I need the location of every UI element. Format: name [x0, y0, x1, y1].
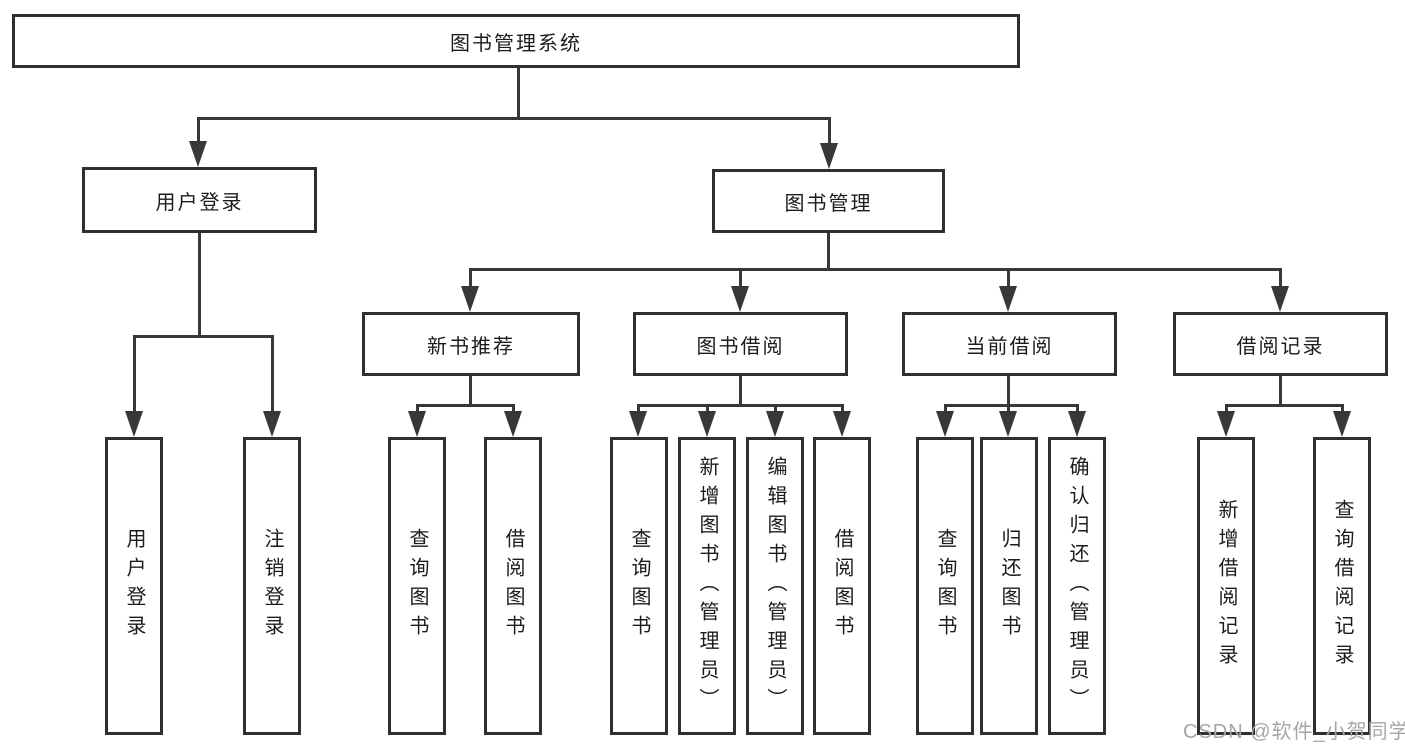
node-new-book-recommend-label: 新书推荐: [427, 335, 515, 358]
node-library-system: 图书管理系统: [12, 14, 1020, 68]
connector-line: [1225, 404, 1344, 407]
node-book-borrowing-label: 图书借阅: [696, 335, 785, 358]
node-library-system-label: 图书管理系统: [450, 32, 582, 55]
connector-line: [637, 404, 844, 407]
leaf-borrowing-add-books-admin: 新增图书（管理员）: [678, 437, 736, 735]
connector-line: [271, 335, 274, 417]
leaf-borrowing-borrow-books: 借阅图书: [813, 437, 871, 735]
connector-line: [1007, 376, 1010, 406]
leaf-logout-label: 注销登录: [261, 528, 283, 644]
leaf-newbook-query-books-label: 查询图书: [406, 528, 428, 644]
node-book-management-label: 图书管理: [784, 192, 873, 215]
arrow-down-icon: [1333, 411, 1351, 437]
arrow-down-icon: [766, 411, 784, 437]
node-user-login: 用户登录: [82, 167, 317, 233]
arrow-down-icon: [629, 411, 647, 437]
leaf-current-confirm-return-admin-label: 确认归还（管理员）: [1066, 455, 1088, 717]
leaf-current-return-books: 归还图书: [980, 437, 1038, 735]
connector-line: [469, 268, 472, 292]
node-book-management: 图书管理: [712, 169, 945, 233]
connector-line: [416, 404, 515, 407]
leaf-borrowing-add-books-admin-label: 新增图书（管理员）: [696, 455, 718, 717]
leaf-logout: 注销登录: [243, 437, 301, 735]
arrow-down-icon: [1068, 411, 1086, 437]
arrow-down-icon: [999, 286, 1017, 312]
leaf-user-login-label: 用户登录: [123, 528, 145, 644]
leaf-current-query-books: 查询图书: [916, 437, 974, 735]
arrow-down-icon: [999, 411, 1017, 437]
node-current-borrowing: 当前借阅: [902, 312, 1117, 376]
arrow-down-icon: [189, 141, 207, 167]
connector-line: [198, 233, 201, 337]
connector-line: [739, 376, 742, 406]
leaf-borrowing-borrow-books-label: 借阅图书: [831, 528, 853, 644]
leaf-current-confirm-return-admin: 确认归还（管理员）: [1048, 437, 1106, 735]
arrow-down-icon: [936, 411, 954, 437]
leaf-borrowing-edit-books-admin: 编辑图书（管理员）: [746, 437, 804, 735]
arrow-down-icon: [125, 411, 143, 437]
node-current-borrowing-label: 当前借阅: [965, 335, 1054, 358]
leaf-records-query-record: 查询借阅记录: [1313, 437, 1371, 735]
leaf-current-query-books-label: 查询图书: [934, 528, 956, 644]
connector-line: [469, 268, 1281, 271]
node-user-login-label: 用户登录: [155, 191, 244, 214]
arrow-down-icon: [504, 411, 522, 437]
arrow-down-icon: [1271, 286, 1289, 312]
node-borrowing-records-label: 借阅记录: [1236, 335, 1325, 358]
leaf-borrowing-query-books-label: 查询图书: [628, 528, 650, 644]
leaf-newbook-query-books: 查询图书: [388, 437, 446, 735]
csdn-watermark: CSDN @软件_小贺同学: [1183, 721, 1405, 743]
arrow-down-icon: [731, 286, 749, 312]
leaf-records-query-record-label: 查询借阅记录: [1331, 499, 1353, 673]
arrow-down-icon: [833, 411, 851, 437]
leaf-newbook-borrow-books: 借阅图书: [484, 437, 542, 735]
connector-line: [828, 117, 831, 150]
connector-line: [1007, 268, 1010, 292]
leaf-current-return-books-label: 归还图书: [998, 528, 1020, 644]
connector-line: [1279, 268, 1282, 292]
connector-line: [827, 233, 830, 270]
leaf-borrowing-edit-books-admin-label: 编辑图书（管理员）: [764, 455, 786, 717]
connector-line: [517, 68, 520, 120]
arrow-down-icon: [263, 411, 281, 437]
node-book-borrowing: 图书借阅: [633, 312, 848, 376]
connector-line: [197, 117, 200, 147]
leaf-user-login: 用户登录: [105, 437, 163, 735]
connector-line: [133, 335, 273, 338]
connector-line: [739, 268, 742, 292]
node-borrowing-records: 借阅记录: [1173, 312, 1388, 376]
arrow-down-icon: [698, 411, 716, 437]
leaf-records-add-record-label: 新增借阅记录: [1215, 499, 1237, 673]
arrow-down-icon: [408, 411, 426, 437]
node-new-book-recommend: 新书推荐: [362, 312, 580, 376]
connector-line: [1279, 376, 1282, 406]
connector-line: [133, 335, 136, 417]
connector-line: [944, 404, 1079, 407]
arrow-down-icon: [461, 286, 479, 312]
arrow-down-icon: [1217, 411, 1235, 437]
connector-line: [197, 117, 830, 120]
leaf-borrowing-query-books: 查询图书: [610, 437, 668, 735]
leaf-newbook-borrow-books-label: 借阅图书: [502, 528, 524, 644]
leaf-records-add-record: 新增借阅记录: [1197, 437, 1255, 735]
connector-line: [469, 376, 472, 406]
arrow-down-icon: [820, 143, 838, 169]
